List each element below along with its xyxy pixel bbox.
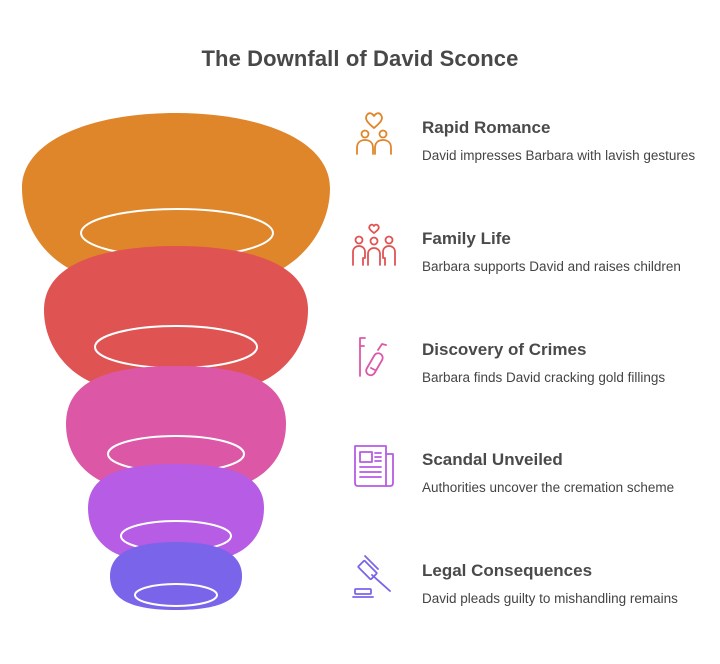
funnel-layer-5 — [110, 542, 242, 610]
stage-description: Authorities uncover the cremation scheme — [422, 480, 675, 495]
newspaper-icon — [354, 445, 394, 487]
stage-heading: Rapid Romance — [422, 118, 551, 137]
funnel-layer-2-body — [44, 246, 308, 392]
funnel-layer-4-body — [88, 464, 264, 561]
dental-tools-icon — [359, 337, 387, 377]
funnel-layer-3-body — [66, 366, 286, 490]
page-title: The Downfall of David Sconce — [201, 46, 519, 71]
stage-heading: Discovery of Crimes — [422, 340, 587, 359]
stage-heading: Scandal Unveiled — [422, 450, 563, 469]
stage-description: Barbara supports David and raises childr… — [422, 259, 681, 274]
family-icon — [352, 223, 396, 266]
gavel-icon — [352, 555, 391, 598]
stage-heading: Family Life — [422, 229, 511, 248]
funnel-layer-5-body — [110, 542, 242, 610]
stage-description: David impresses Barbara with lavish gest… — [422, 148, 696, 163]
funnel-layer-5-ring — [134, 583, 218, 607]
funnel-layer-1-body — [22, 113, 330, 282]
stage-description: Barbara finds David cracking gold fillin… — [422, 370, 666, 385]
funnel-diagram — [22, 113, 330, 610]
stage-description: David pleads guilty to mishandling remai… — [422, 591, 678, 606]
stage-heading: Legal Consequences — [422, 561, 593, 580]
couple-heart-icon — [356, 112, 392, 155]
